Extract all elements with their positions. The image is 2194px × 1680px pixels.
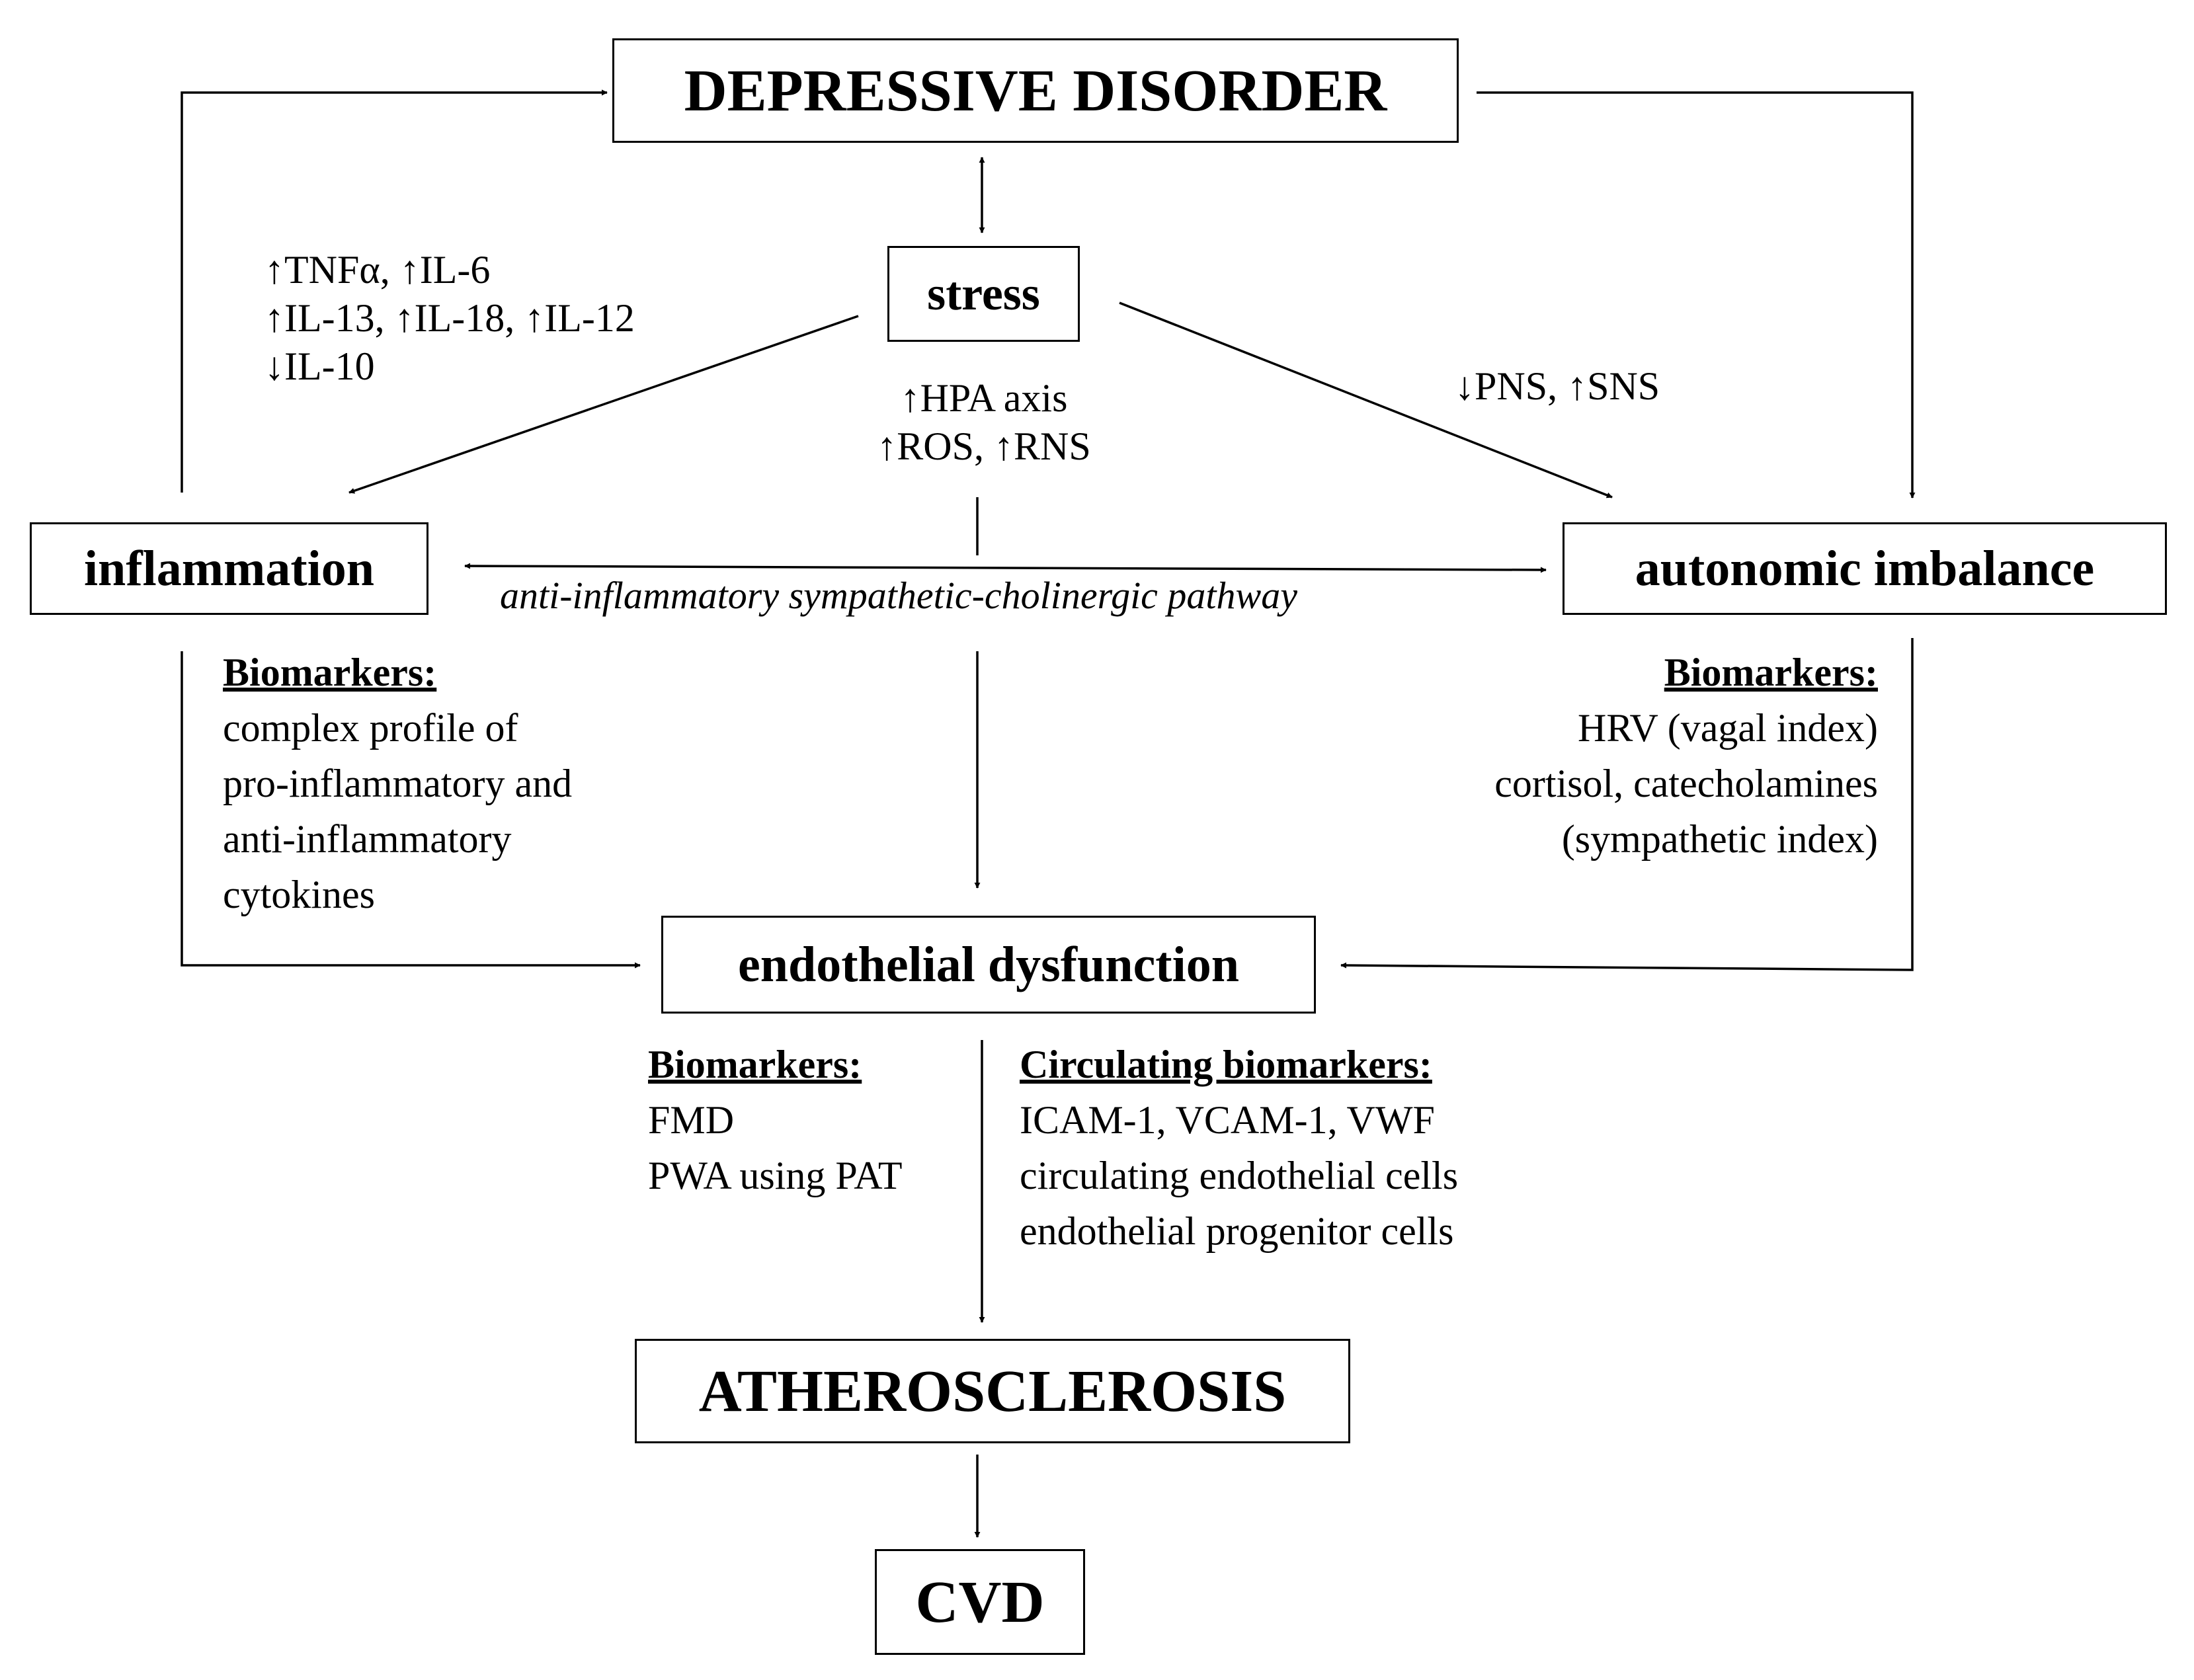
inflammation-biomarker-line-3: anti-inflammatory xyxy=(223,817,512,861)
arrow-inflammation-to-endothelial xyxy=(181,651,641,969)
circulating-biomarkers: Circulating biomarkers: ICAM-1, VCAM-1, … xyxy=(1020,1037,1458,1259)
stress-box: stress xyxy=(887,246,1080,342)
circulating-biomarker-line-1: ICAM-1, VCAM-1, VWF xyxy=(1020,1098,1435,1142)
autonomic-imbalance-label: autonomic imbalance xyxy=(1635,540,2095,596)
pathway-text: anti-inflammatory sympathetic-cholinergi… xyxy=(500,574,1297,617)
autonomic-imbalance-box: autonomic imbalance xyxy=(1563,522,2167,615)
atherosclerosis-box: ATHEROSCLEROSIS xyxy=(635,1339,1350,1443)
inflammation-biomarker-line-2: pro-inflammatory and xyxy=(223,762,573,805)
endothelial-biomarkers: Biomarkers: FMD PWA using PAT xyxy=(648,1037,903,1203)
atherosclerosis-label: ATHEROSCLEROSIS xyxy=(698,1358,1287,1424)
cvd-label: CVD xyxy=(915,1569,1045,1635)
cytokine-changes-label: ↑TNFα, ↑IL-6 ↑IL-13, ↑IL-18, ↑IL-12 ↓IL-… xyxy=(264,246,635,391)
inflammation-label: inflammation xyxy=(83,540,375,596)
inflammation-biomarkers: Biomarkers: complex profile of pro-infla… xyxy=(223,645,572,922)
inflammation-biomarkers-heading: Biomarkers: xyxy=(223,651,437,694)
autonomic-biomarker-line-2: cortisol, catecholamines xyxy=(1494,762,1878,805)
autonomic-biomarkers: Biomarkers: HRV (vagal index) cortisol, … xyxy=(1389,645,1878,867)
cytokine-line-1: ↑TNFα, ↑IL-6 xyxy=(264,248,491,292)
cytokine-line-2: ↑IL-13, ↑IL-18, ↑IL-12 xyxy=(264,296,635,340)
arrow-stress-to-autonomic xyxy=(1119,301,1613,499)
circulating-biomarker-line-2: circulating endothelial cells xyxy=(1020,1154,1459,1197)
hpa-ros-label: ↑HPA axis ↑ROS, ↑RNS xyxy=(852,374,1116,471)
depressive-disorder-label: DEPRESSIVE DISORDER xyxy=(684,58,1387,124)
autonomic-biomarkers-heading: Biomarkers: xyxy=(1664,651,1878,694)
stress-label: stress xyxy=(927,267,1040,320)
arrow-depression-to-autonomic xyxy=(1477,91,1916,499)
arrow-inflammation-autonomic-bidirectional xyxy=(464,563,1547,573)
endothelial-dysfunction-label: endothelial dysfunction xyxy=(737,936,1240,992)
pns-sns-label: ↓PNS, ↑SNS xyxy=(1455,362,1660,411)
arrow-stress-to-inflammation xyxy=(348,315,859,494)
arrow-autonomic-to-endothelial xyxy=(1340,638,1914,971)
inflammation-biomarker-line-4: cytokines xyxy=(223,873,375,916)
circulating-biomarker-line-3: endothelial progenitor cells xyxy=(1020,1209,1454,1253)
endothelial-biomarkers-heading: Biomarkers: xyxy=(648,1043,862,1086)
hpa-line: ↑HPA axis xyxy=(900,376,1068,420)
endothelial-biomarker-line-1: FMD xyxy=(648,1098,735,1142)
autonomic-biomarker-line-1: HRV (vagal index) xyxy=(1578,706,1878,750)
ros-rns-line: ↑ROS, ↑RNS xyxy=(877,424,1091,469)
depressive-disorder-box: DEPRESSIVE DISORDER xyxy=(612,38,1459,143)
inflammation-biomarker-line-1: complex profile of xyxy=(223,706,518,750)
cytokine-line-3: ↓IL-10 xyxy=(264,344,375,389)
circulating-biomarkers-heading: Circulating biomarkers: xyxy=(1020,1043,1432,1086)
endothelial-biomarker-line-2: PWA using PAT xyxy=(648,1154,903,1197)
cvd-box: CVD xyxy=(875,1549,1085,1655)
pns-sns-text: ↓PNS, ↑SNS xyxy=(1455,364,1660,408)
endothelial-dysfunction-box: endothelial dysfunction xyxy=(661,916,1316,1014)
autonomic-biomarker-line-3: (sympathetic index) xyxy=(1561,817,1878,861)
pathway-label: anti-inflammatory sympathetic-cholinergi… xyxy=(500,573,1297,620)
arrow-inflammation-to-depression xyxy=(181,89,608,493)
inflammation-box: inflammation xyxy=(30,522,428,615)
